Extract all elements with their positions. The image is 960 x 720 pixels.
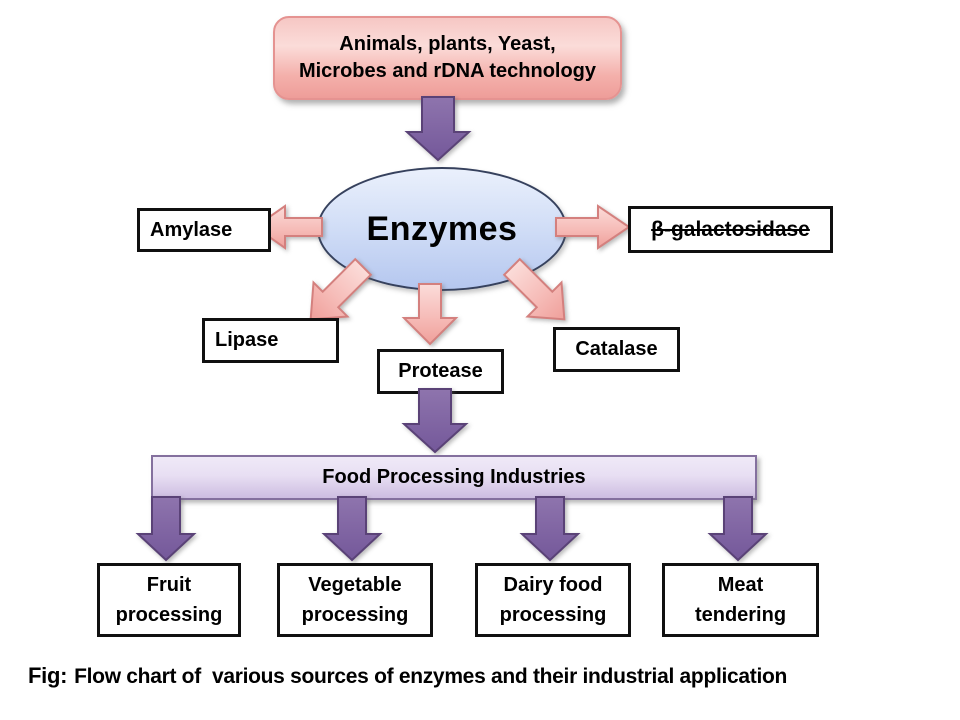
- dairy-food-processing-line2: processing: [499, 604, 607, 626]
- beta-galactosidase-box: β-galactosidase: [628, 206, 833, 253]
- figure-caption: Fig: Flow chart of various sources of en…: [28, 663, 928, 689]
- beta-galactosidase-label: β-galactosidase: [651, 217, 810, 241]
- arrow-sources-to-enzymes-icon: [404, 96, 472, 162]
- amylase-box: Amylase: [137, 208, 271, 252]
- vegetable-processing-line1: Vegetable: [308, 574, 402, 596]
- arrow-industries-to-vegetable-icon: [321, 496, 383, 562]
- meat-tendering-line1: Meat: [717, 574, 764, 596]
- amylase-label: Amylase: [150, 218, 233, 241]
- caption-prefix: Fig:: [28, 663, 68, 688]
- arrow-enzymes-to-catalase-icon: [502, 257, 566, 321]
- catalase-label: Catalase: [575, 338, 658, 360]
- lipase-label: Lipase: [215, 329, 279, 351]
- meat-tendering-box: Meat tendering: [662, 563, 819, 637]
- lipase-box: Lipase: [202, 318, 339, 363]
- fruit-processing-line2: processing: [115, 604, 223, 626]
- sources-line2: Microbes and rDNA technology: [298, 60, 597, 82]
- arrow-enzymes-to-protease-icon: [401, 283, 459, 346]
- arrow-enzymes-to-beta-galactosidase-icon: [555, 204, 631, 250]
- arrow-industries-to-meat-icon: [707, 496, 769, 562]
- industries-bar: Food Processing Industries: [151, 455, 757, 500]
- protease-box: Protease: [377, 349, 504, 394]
- fruit-processing-line1: Fruit: [146, 574, 192, 596]
- sources-line1: Animals, plants, Yeast,: [339, 33, 556, 55]
- arrow-industries-to-fruit-icon: [135, 496, 197, 562]
- dairy-food-processing-box: Dairy food processing: [475, 563, 631, 637]
- protease-label: Protease: [398, 360, 483, 382]
- dairy-food-processing-line1: Dairy food: [503, 574, 603, 596]
- vegetable-processing-line2: processing: [301, 604, 409, 626]
- arrow-protease-to-industries-icon: [401, 388, 469, 454]
- arrow-enzymes-to-lipase-icon: [309, 257, 373, 321]
- catalase-box: Catalase: [553, 327, 680, 372]
- sources-box: Animals, plants, Yeast, Microbes and rDN…: [273, 16, 622, 100]
- industries-bar-label: Food Processing Industries: [322, 466, 586, 488]
- meat-tendering-line2: tendering: [694, 604, 787, 626]
- caption-text: Flow chart of various sources of enzymes…: [74, 665, 788, 688]
- enzymes-label: Enzymes: [366, 209, 518, 248]
- arrow-industries-to-dairy-icon: [519, 496, 581, 562]
- vegetable-processing-box: Vegetable processing: [277, 563, 433, 637]
- fruit-processing-box: Fruit processing: [97, 563, 241, 637]
